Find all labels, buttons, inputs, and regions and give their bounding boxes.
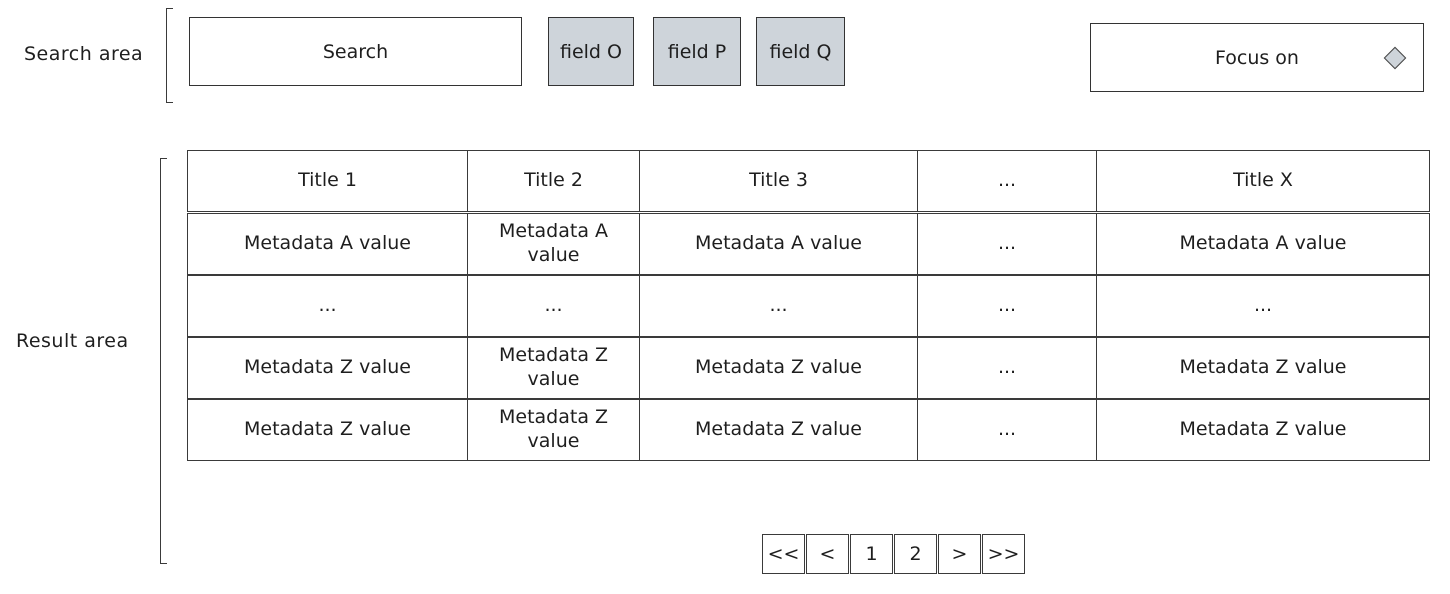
table-cell: Metadata Z value <box>467 399 640 461</box>
pagination-page-2-button[interactable]: 2 <box>894 534 937 574</box>
result-area-label: Result area <box>16 330 129 352</box>
table-cell: Metadata Z value <box>1096 399 1430 461</box>
table-cell: Metadata A value <box>187 213 468 275</box>
table-header-cell: Title 3 <box>639 150 918 212</box>
table-header-cell: ... <box>917 150 1097 212</box>
field-q-button[interactable]: field Q <box>756 17 845 86</box>
focus-on-label: Focus on <box>1215 46 1299 69</box>
pagination-prev-button[interactable]: < <box>806 534 849 574</box>
table-cell: ... <box>917 399 1097 461</box>
table-cell: ... <box>917 213 1097 275</box>
pagination-page-1-button[interactable]: 1 <box>850 534 893 574</box>
table-cell: ... <box>467 275 640 337</box>
table-cell: ... <box>187 275 468 337</box>
table-cell: Metadata Z value <box>467 337 640 399</box>
table-cell: Metadata A value <box>1096 213 1430 275</box>
table-cell: Metadata Z value <box>639 337 918 399</box>
table-header-cell: Title X <box>1096 150 1430 212</box>
pagination-last-button[interactable]: >> <box>982 534 1025 574</box>
table-cell: Metadata A value <box>467 213 640 275</box>
table-cell: Metadata Z value <box>639 399 918 461</box>
field-o-button[interactable]: field O <box>548 17 634 86</box>
table-header-cell: Title 2 <box>467 150 640 212</box>
search-input[interactable]: Search <box>189 17 522 86</box>
table-cell: ... <box>917 337 1097 399</box>
table-cell: Metadata A value <box>639 213 918 275</box>
search-area-label: Search area <box>24 43 144 65</box>
pagination-next-button[interactable]: > <box>938 534 981 574</box>
focus-on-select[interactable]: Focus on <box>1090 23 1424 92</box>
table-cell: ... <box>1096 275 1430 337</box>
pagination-first-button[interactable]: << <box>762 534 805 574</box>
result-area-bracket <box>160 158 167 564</box>
table-cell: Metadata Z value <box>187 399 468 461</box>
table-cell: ... <box>917 275 1097 337</box>
field-p-button[interactable]: field P <box>653 17 741 86</box>
table-cell: Metadata Z value <box>187 337 468 399</box>
table-header-cell: Title 1 <box>187 150 468 212</box>
table-cell: Metadata Z value <box>1096 337 1430 399</box>
search-area-bracket <box>166 8 173 103</box>
table-cell: ... <box>639 275 918 337</box>
